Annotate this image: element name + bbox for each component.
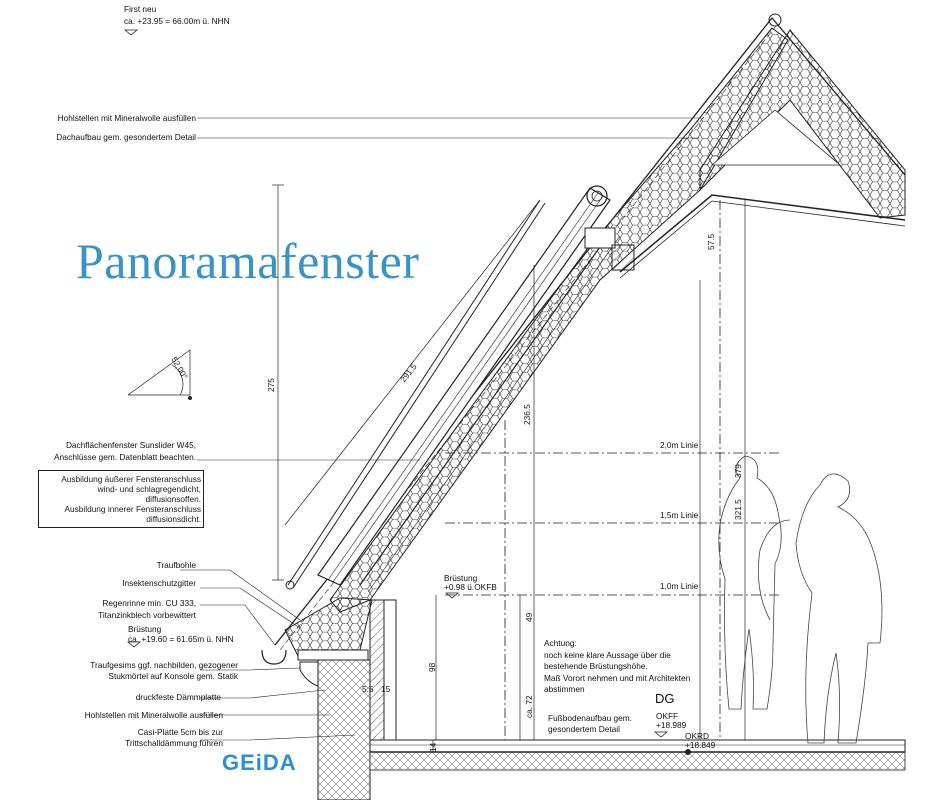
- okrd-value: +18.849: [685, 740, 716, 750]
- label-casi-2: Trittschalldämmung führen: [125, 738, 223, 748]
- label-traufgesims-2: Stukmörtel auf Konsole gem. Statik: [108, 671, 238, 681]
- first-value: ca. +23.95 = 66.00m ü. NHN: [124, 16, 230, 26]
- dim-15: 15: [381, 684, 391, 694]
- note-line-3: bestehende Brüstungshöhe.: [544, 661, 648, 671]
- first-label: First neu: [124, 4, 157, 14]
- label-sunslider: Dachflächenfenster Sunslider W45,: [65, 440, 196, 450]
- floor-slab: [369, 739, 906, 753]
- dim-57: 57.5: [706, 233, 716, 250]
- label-insektenschutz: Insektenschutzgitter: [122, 578, 196, 588]
- label-traufgesims-1: Traufgesims ggf. nachbilden, gezogener: [90, 660, 238, 670]
- dim-98: 98: [427, 662, 437, 672]
- dim-321: 321.5: [733, 499, 743, 520]
- okff-value: +18.989: [656, 720, 687, 730]
- label-casi-1: Casi-Platte 5cm bis zur: [137, 727, 223, 737]
- brustung-okfb-value: +0.98 ü.OKFB: [444, 582, 497, 592]
- skylight-frame: [317, 187, 611, 586]
- roof-insulation-left: [329, 27, 789, 613]
- label-hohlstellen-bottom: Hohlstellen mit Mineralwolle ausfüllen: [84, 710, 223, 720]
- dim-49: 49: [524, 612, 534, 622]
- line-1m-label: 1,0m Linie: [660, 581, 699, 591]
- roof-insulation-right: [699, 29, 906, 219]
- masonry-wall: [317, 659, 371, 800]
- brustung-okfb-label: Brüstung: [444, 573, 478, 583]
- label-regenrinne-1: Regenrinne min. CU 333,: [102, 598, 196, 608]
- label-anschluesse: Anschlüsse gem. Datenblatt beachten.: [53, 452, 196, 462]
- floor-note-1: Fußbodenaufbau gem.: [548, 713, 632, 723]
- dim-275: 275: [266, 378, 276, 392]
- note-line-2: noch keine klare Aussage über die: [544, 650, 671, 660]
- label-daemmplatte: druckfeste Dämmplatte: [135, 692, 221, 702]
- label-hohlstellen-top: Hohlstellen mit Mineralwolle ausfüllen: [57, 113, 196, 123]
- people-silhouettes: [718, 455, 883, 744]
- window-connection-note: Ausbildung äußerer Fensteranschluss wind…: [38, 470, 204, 528]
- label-dachaufbau: Dachaufbau gem. gesondertem Detail: [56, 132, 196, 142]
- dim-14: 14: [428, 742, 438, 752]
- drawing-title: Panoramafenster: [76, 233, 420, 289]
- dg-label: DG: [655, 691, 675, 706]
- note-line-4: Maß Vorort nehmen und mit Architekten: [544, 673, 691, 683]
- note-line-1: Achtung:: [544, 638, 577, 648]
- okff-label: OKFF: [656, 711, 679, 721]
- okrd-label: OKRD: [685, 731, 709, 741]
- label-traufbohle: Traufbohle: [156, 560, 196, 570]
- brustung-label: Brüstung: [128, 624, 162, 634]
- line-2m-label: 2,0m Linie: [660, 440, 699, 450]
- dim-236: 236.5: [522, 404, 532, 425]
- dim-5-5: 5.5: [362, 684, 374, 694]
- company-logo: GEiDA: [222, 750, 297, 775]
- line-15m-label: 1,5m Linie: [660, 510, 699, 520]
- brustung-value: ca. +19.60 = 61.65m ü. NHN: [128, 634, 234, 644]
- label-regenrinne-2: Titanzinkblech vorbewittert: [98, 610, 196, 620]
- floor-note-2: gesondertem Detail: [548, 724, 620, 734]
- note-line-5: abstimmen: [544, 684, 585, 694]
- dim-379: 379: [733, 464, 743, 478]
- dim-72: ca. 72: [524, 695, 534, 718]
